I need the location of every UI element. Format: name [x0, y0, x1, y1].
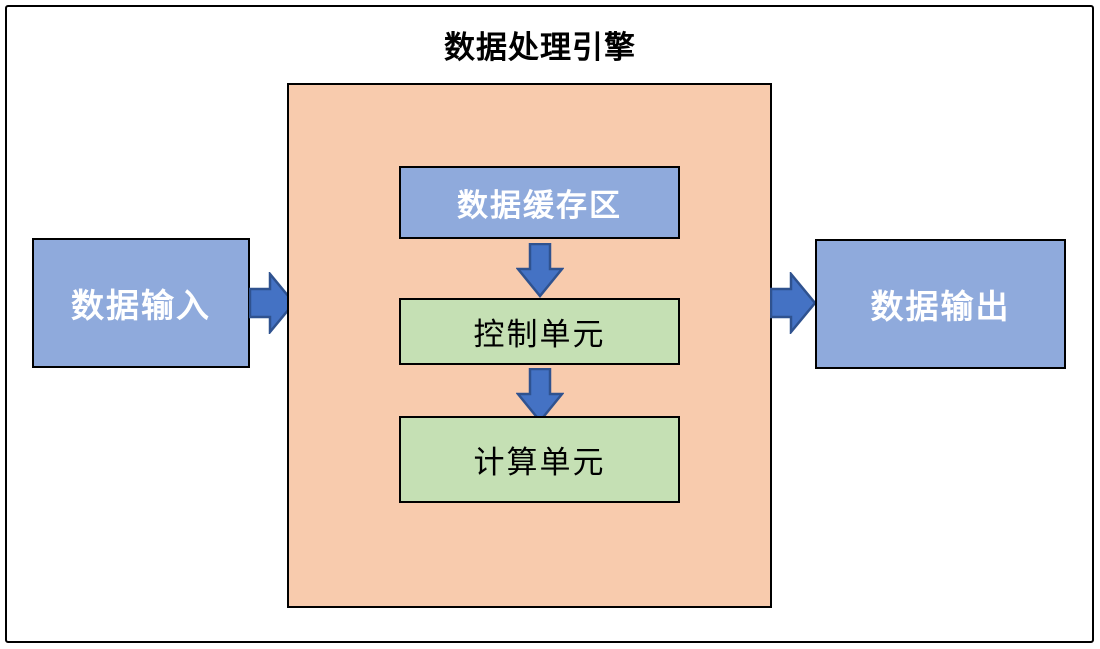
arrow-right-icon — [249, 272, 295, 334]
node-data-output-label: 数据输出 — [870, 288, 1011, 325]
node-control-unit-label: 控制单元 — [473, 317, 606, 352]
node-compute-unit-label: 计算单元 — [473, 445, 606, 480]
node-compute-unit: 计算单元 — [399, 416, 680, 503]
node-data-buffer-label: 数据缓存区 — [457, 188, 622, 223]
node-data-input-label: 数据输入 — [71, 287, 211, 324]
engine-container: 数据缓存区 控制单元 计算单元 — [287, 83, 772, 608]
arrow-down-icon — [516, 243, 564, 298]
node-data-input: 数据输入 — [32, 238, 250, 368]
arrow-right-icon — [770, 272, 816, 334]
arrow-down-icon — [516, 368, 564, 423]
node-data-buffer: 数据缓存区 — [399, 166, 680, 239]
node-data-output: 数据输出 — [815, 239, 1066, 369]
node-control-unit: 控制单元 — [399, 298, 680, 365]
diagram-title: 数据处理引擎 — [444, 30, 636, 65]
